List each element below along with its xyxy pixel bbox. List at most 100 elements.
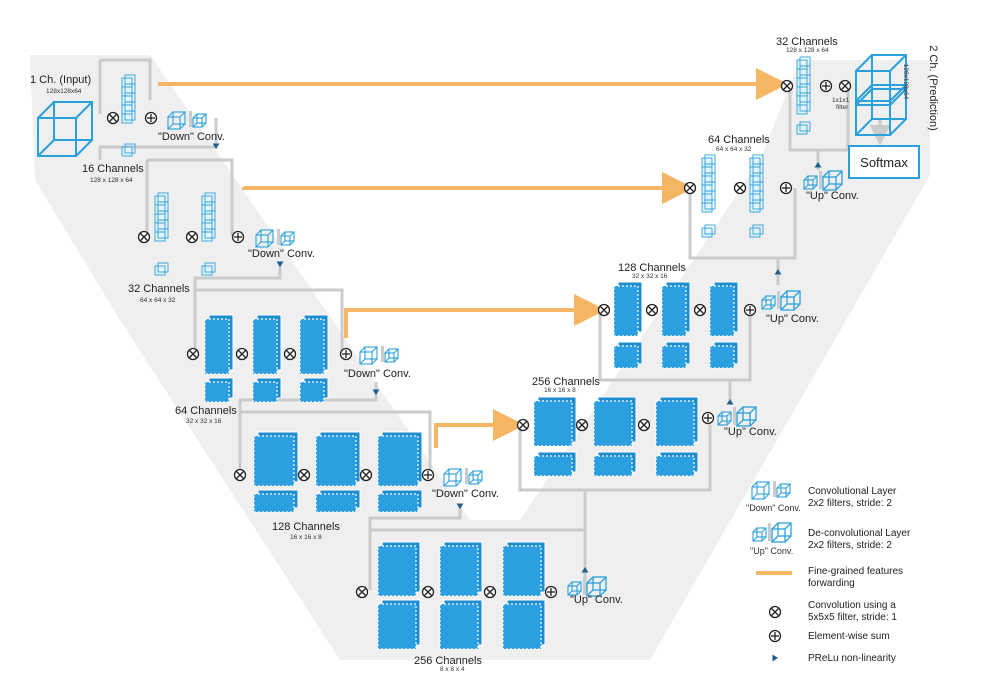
prelu-e1 [212,143,220,149]
up-conv-label-3: "Up" Conv. [724,426,777,438]
conv-op-d1 [780,79,794,93]
conv-op-d3b [645,303,659,317]
feature-block-b1 [377,541,421,597]
encoder-3-dims: 32 x 32 x 16 [186,418,222,425]
down-conv-icon-e4 [443,468,483,487]
up-conv-label-2: "Up" Conv. [766,313,819,325]
sum-op-e3 [339,347,353,361]
conv-op-e4a [233,468,247,482]
feature-block-e4a-extra [253,489,299,513]
feature-block-d4c-extra [655,451,699,477]
up-conv-icon-b [567,576,607,597]
feature-block-b3 [502,541,546,597]
decoder-1-dims: 128 x 128 x 64 [786,47,829,54]
down-conv-label-3: "Down" Conv. [344,368,411,380]
conv-op-e3c [283,347,297,361]
encoder-2-channels: 32 Channels [128,283,190,295]
output-label: 2 Ch. (Prediction) [926,45,939,131]
decoder-4-channels: 256 Channels [532,376,600,388]
legend-up-line2: 2x2 filters, stride: 2 [808,540,892,551]
prelu-d4 [726,399,734,405]
conv-op-b3 [483,585,497,599]
down-conv-label-1: "Down" Conv. [158,131,225,143]
up-conv-icon-d2 [803,170,843,191]
encoder-4-channels: 128 Channels [272,521,340,533]
up-conv-label-1: "Up" Conv. [806,190,859,202]
input-label: 1 Ch. (Input) [30,74,92,86]
conv-op-d2b [733,181,747,195]
feature-stack-d2a-extra [701,224,716,238]
encoder-5-channels: 256 Channels [414,655,482,667]
feature-block-e3a-extra [204,377,234,403]
conv-op-e3a [186,347,200,361]
feature-stack-e2b [201,192,216,242]
decoder-3-channels: 128 Channels [618,262,686,274]
input-dims: 128x128x64 [46,88,82,95]
sum-op-e2 [231,230,245,244]
feature-stack-e1-extra [121,143,136,157]
legend-sum-op-icon [768,629,782,643]
legend-conv-op-icon [768,605,782,619]
encoder-1-dims: 128 x 128 x 64 [90,177,133,184]
conv-op-e4b [297,468,311,482]
decoder-3-dims: 32 x 32 x 16 [632,273,668,280]
feature-block-e3b [252,314,282,375]
feature-block-b1-extra [377,599,421,650]
feature-stack-e2b-extra [201,262,216,276]
legend-up-conv-icon [752,522,792,543]
sum-op-d1 [819,79,833,93]
filter-label: 1x1x1 [832,97,850,104]
feature-stack-d1 [796,56,811,115]
conv-op-d3c [693,303,707,317]
feature-stack-d2a [701,154,716,213]
prelu-d2 [814,162,822,168]
decoder-2-dims: 64 x 64 x 32 [716,146,752,153]
down-conv-label-2: "Down" Conv. [248,248,315,260]
decoder-4-dims: 16 x 16 x 8 [544,387,576,394]
sum-op-e4 [421,468,435,482]
sum-op-d2 [779,181,793,195]
legend-down-line2: 2x2 filters, stride: 2 [808,498,892,509]
up-conv-label-4: "Up" Conv. [570,594,623,606]
encoder-2-dims: 64 x 64 x 32 [140,297,176,304]
feature-block-e4a [253,431,299,487]
prelu-b [581,567,589,573]
feature-stack-d1-extra [796,121,811,135]
conv-op-b1 [355,585,369,599]
filter-label-2: filter [836,104,849,111]
prelu-d3 [774,269,782,275]
feature-block-e4c [377,431,423,487]
feature-block-e4b-extra [315,489,361,513]
feature-block-e4b [315,431,361,487]
input-volume [37,101,93,157]
feature-block-d3a [613,281,643,337]
conv-op-b2 [421,585,435,599]
prelu-e3 [372,389,380,395]
up-conv-icon-d3 [761,290,801,311]
feature-block-e4c-extra [377,489,423,513]
feature-block-d4a-extra [533,451,577,477]
conv-op-e2b [185,230,199,244]
down-conv-label-4: "Down" Conv. [432,488,499,500]
feature-block-e3c [299,314,329,375]
feature-block-d3b-extra [661,341,691,369]
feature-block-d3c [709,281,739,337]
feature-block-d3c-extra [709,341,739,369]
legend-forward-line1: Fine-grained features [808,566,904,577]
feature-block-d4a [533,396,577,447]
feature-block-d4c [655,396,699,447]
feature-block-b2 [439,541,483,597]
feature-block-d4b-extra [593,451,637,477]
legend-prelu-icon [772,654,778,662]
feature-stack-d2b [749,154,764,213]
down-conv-icon-e2 [255,229,295,248]
feature-block-b2-extra [439,599,483,650]
feature-block-b3-extra [502,599,546,650]
feature-stack-e2a-extra [154,262,169,276]
encoder-3-channels: 64 Channels [175,405,237,417]
conv-op-d2a [683,181,697,195]
sum-op-d4 [701,411,715,425]
feature-stack-d2b-extra [749,224,764,238]
legend-sum-line1: Element-wise sum [808,631,890,642]
